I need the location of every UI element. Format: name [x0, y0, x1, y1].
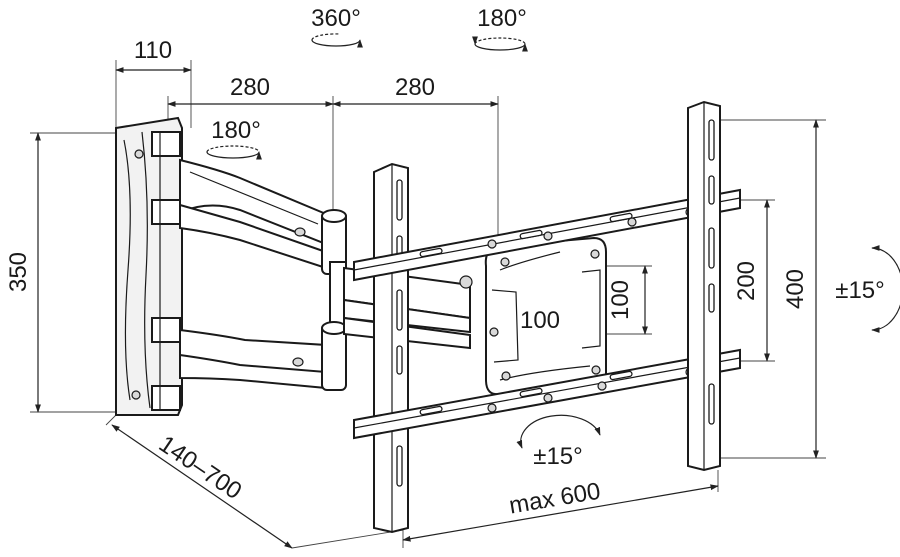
upper-horizontal-bar — [353, 188, 741, 282]
label-arm1-length: 280 — [230, 74, 270, 101]
right-vertical-rail — [687, 100, 721, 472]
label-depth-range: 140–700 — [154, 430, 247, 505]
label-width-max: max 600 — [507, 478, 602, 520]
level-arrow-icon — [516, 414, 601, 449]
label-swivel-wall: 180° — [211, 117, 261, 144]
wall-plate — [115, 116, 183, 416]
label-wall-height: 350 — [5, 252, 32, 292]
rotate-360-icon — [311, 33, 363, 48]
swivel-180-top-icon — [472, 36, 528, 52]
lower-arm-assembly — [179, 328, 327, 390]
label-vesa-vertical: 100 — [607, 280, 634, 320]
left-vertical-rail — [373, 162, 409, 534]
label-rotation-top: 360° — [311, 5, 361, 32]
label-height-max: 400 — [782, 269, 809, 309]
upper-arm-assembly — [179, 158, 327, 270]
elbow-hinge — [321, 209, 347, 391]
swivel-180-wall-icon — [206, 145, 262, 160]
label-wall-width: 110 — [134, 37, 172, 64]
label-rail-spacing: 200 — [733, 261, 760, 301]
label-vesa-horizontal: 100 — [520, 307, 560, 334]
rotation-arrows — [206, 33, 900, 449]
label-level: ±15° — [533, 443, 582, 470]
tilt-arrow-icon — [871, 245, 900, 333]
label-tilt: ±15° — [835, 277, 884, 304]
label-arm2-length: 280 — [395, 74, 435, 101]
label-swivel-top: 180° — [477, 5, 527, 32]
